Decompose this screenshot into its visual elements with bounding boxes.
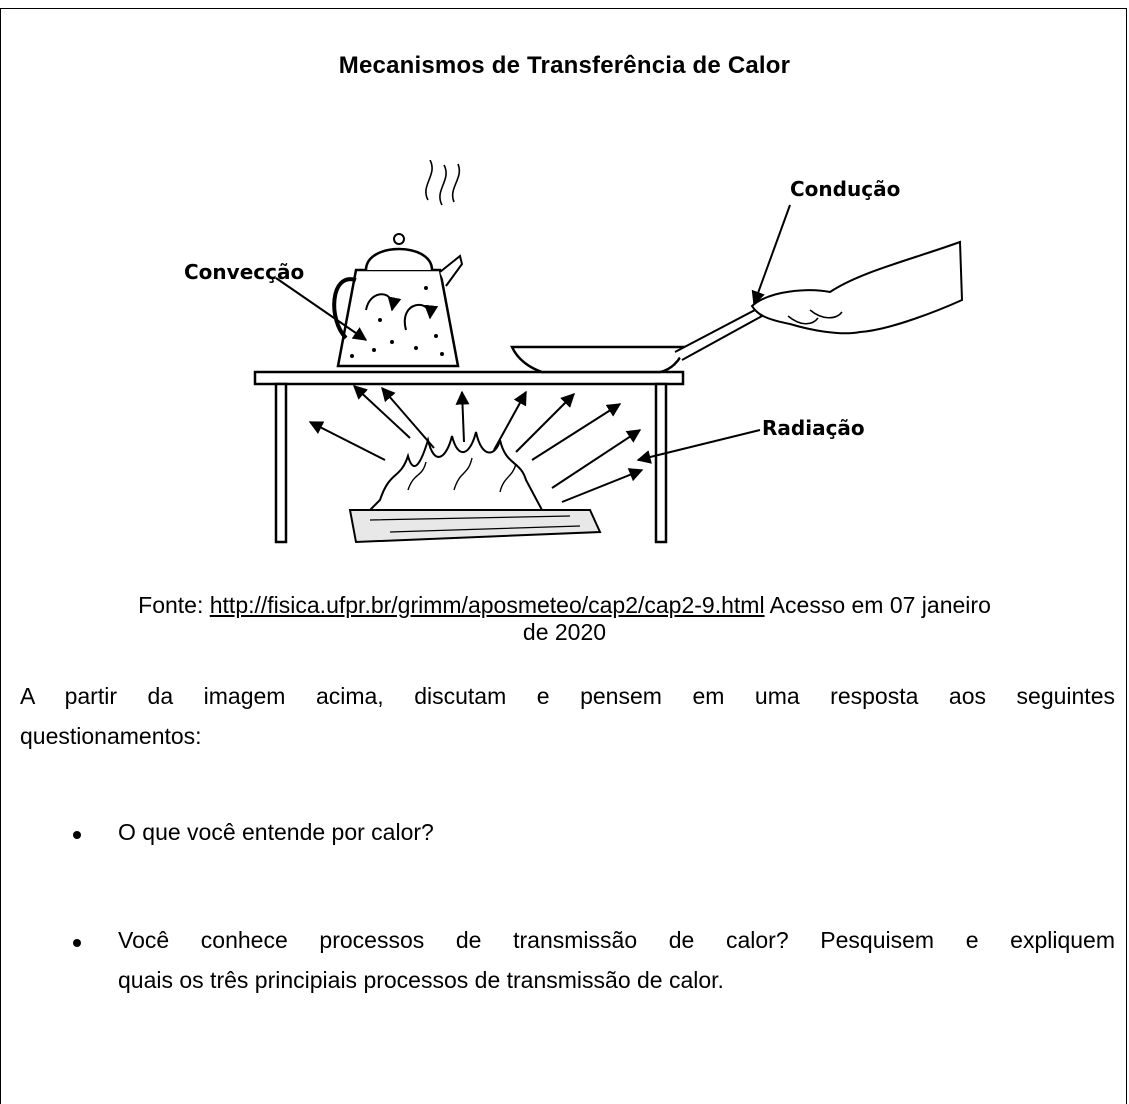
question-text: Você conhece processos de transmissão de… <box>118 920 1115 1000</box>
bullet-icon <box>73 939 81 947</box>
label-radiacao: Radiação <box>762 416 865 440</box>
source-link[interactable]: http://fisica.ufpr.br/grimm/aposmeteo/ca… <box>209 592 765 618</box>
intro-paragraph: A partir da imagem acima, discutam e pen… <box>20 676 1115 756</box>
document-frame <box>0 8 1127 1104</box>
illustration-drawing <box>253 160 964 544</box>
intro-line-1: A partir da imagem acima, discutam e pen… <box>20 683 1115 709</box>
bullet-icon <box>73 831 81 839</box>
source-prefix: Fonte: <box>138 592 210 618</box>
source-access-date: Acesso em 07 janeiro <box>764 592 991 618</box>
source-citation: Fonte: http://fisica.ufpr.br/grimm/aposm… <box>14 592 1115 646</box>
heat-transfer-illustration: Convecção Condução Radiação <box>170 160 970 545</box>
question-text: O que você entende por calor? <box>118 819 434 845</box>
question-line-1: Você conhece processos de transmissão de… <box>118 927 1115 953</box>
question-line-2: quais os três principiais processos de t… <box>118 967 724 993</box>
page-title: Mecanismos de Transferência de Calor <box>338 52 791 79</box>
source-year: de 2020 <box>522 619 607 645</box>
label-conducao: Condução <box>790 177 901 201</box>
label-conveccao: Convecção <box>184 260 305 284</box>
intro-line-2: questionamentos: <box>20 723 202 749</box>
